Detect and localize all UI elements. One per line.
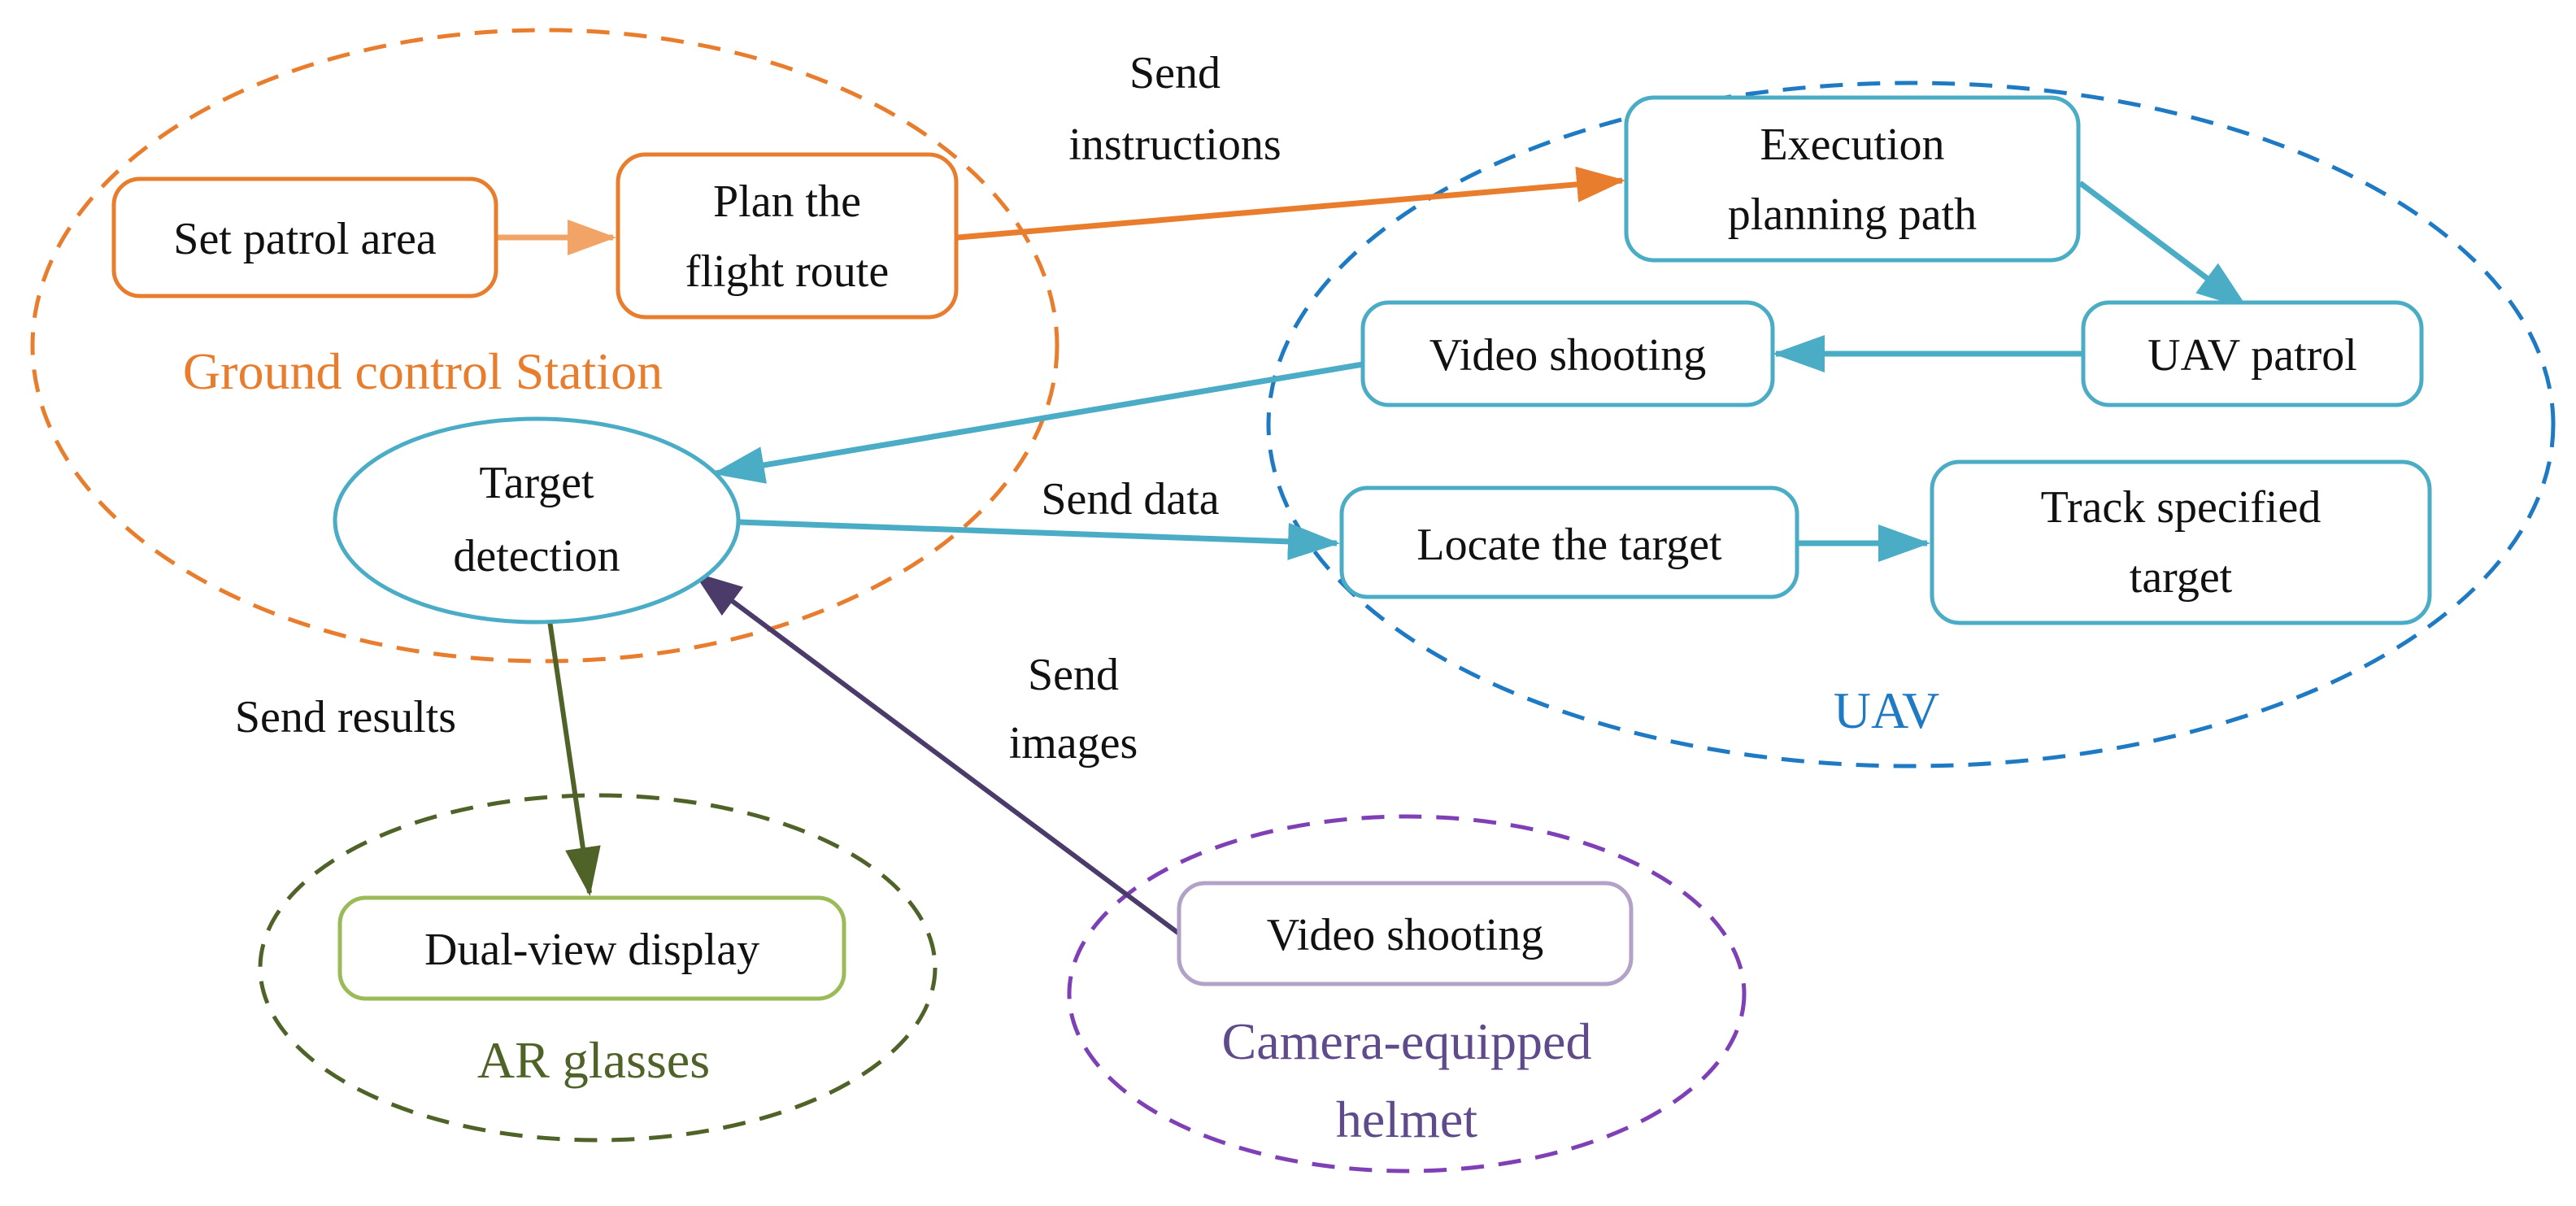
node-uav-video-shooting-label: Video shooting [1429, 330, 1706, 381]
helmet-label-line2: helmet [1336, 1091, 1477, 1148]
uav-label: UAV [1834, 681, 1939, 739]
send-instructions-label-line1: Send [1129, 48, 1221, 98]
send-instructions-label-line2: instructions [1068, 120, 1281, 170]
node-dual-view-display-label: Dual-view display [424, 925, 759, 975]
node-uav-video-shooting: Video shooting [1360, 300, 1775, 407]
node-uav-patrol: UAV patrol [2081, 300, 2424, 407]
node-track-specified-target: Track specified target [1930, 459, 2432, 625]
node-plan-flight-route: Plan the flight route [616, 152, 959, 320]
node-dual-view-display: Dual-view display [337, 895, 846, 1001]
ar-glasses-label: AR glasses [477, 1031, 710, 1089]
send-data-label: Send data [1041, 474, 1219, 525]
node-plan-flight-route-line2: flight route [685, 246, 889, 297]
edge-video-to-target-detection [712, 361, 1364, 484]
node-track-specified-target-line2: target [2130, 552, 2233, 603]
helmet-label-line1: Camera-equipped [1222, 1012, 1592, 1070]
node-track-specified-target-line1: Track specified [2041, 482, 2321, 533]
edge-send-data [738, 519, 1340, 560]
node-target-detection: Target detection [333, 416, 741, 625]
node-execution-planning-path-line1: Execution [1760, 120, 1944, 170]
node-uav-patrol-label: UAV patrol [2147, 330, 2357, 381]
node-locate-the-target-label: Locate the target [1416, 520, 1722, 570]
edge-send-instructions [957, 166, 1625, 241]
node-set-patrol-area: Set patrol area [111, 176, 498, 298]
ground-station-label: Ground control Station [183, 342, 663, 400]
ground-station-boundary [30, 28, 1060, 664]
node-execution-planning-path-line2: planning path [1728, 189, 1977, 240]
uav-boundary [1266, 81, 2556, 768]
node-target-detection-line1: Target [479, 458, 594, 508]
edge-execution-to-patrol [2078, 181, 2249, 310]
node-target-detection-line2: detection [453, 531, 620, 581]
ar-glasses-boundary [258, 793, 938, 1143]
node-set-patrol-area-label: Set patrol area [173, 214, 437, 264]
send-images-label-line1: Send [1028, 650, 1119, 700]
helmet-boundary [1067, 814, 1747, 1173]
node-helmet-video-shooting-label: Video shooting [1267, 910, 1543, 960]
node-helmet-video-shooting: Video shooting [1177, 881, 1634, 986]
send-images-label-line2: images [1009, 718, 1138, 768]
send-results-label: Send results [235, 692, 456, 742]
edge-send-images [693, 572, 1181, 936]
edge-send-results [544, 598, 601, 896]
node-locate-the-target: Locate the target [1339, 485, 1799, 599]
node-plan-flight-route-line1: Plan the [713, 176, 861, 227]
node-execution-planning-path: Execution planning path [1624, 95, 2081, 263]
